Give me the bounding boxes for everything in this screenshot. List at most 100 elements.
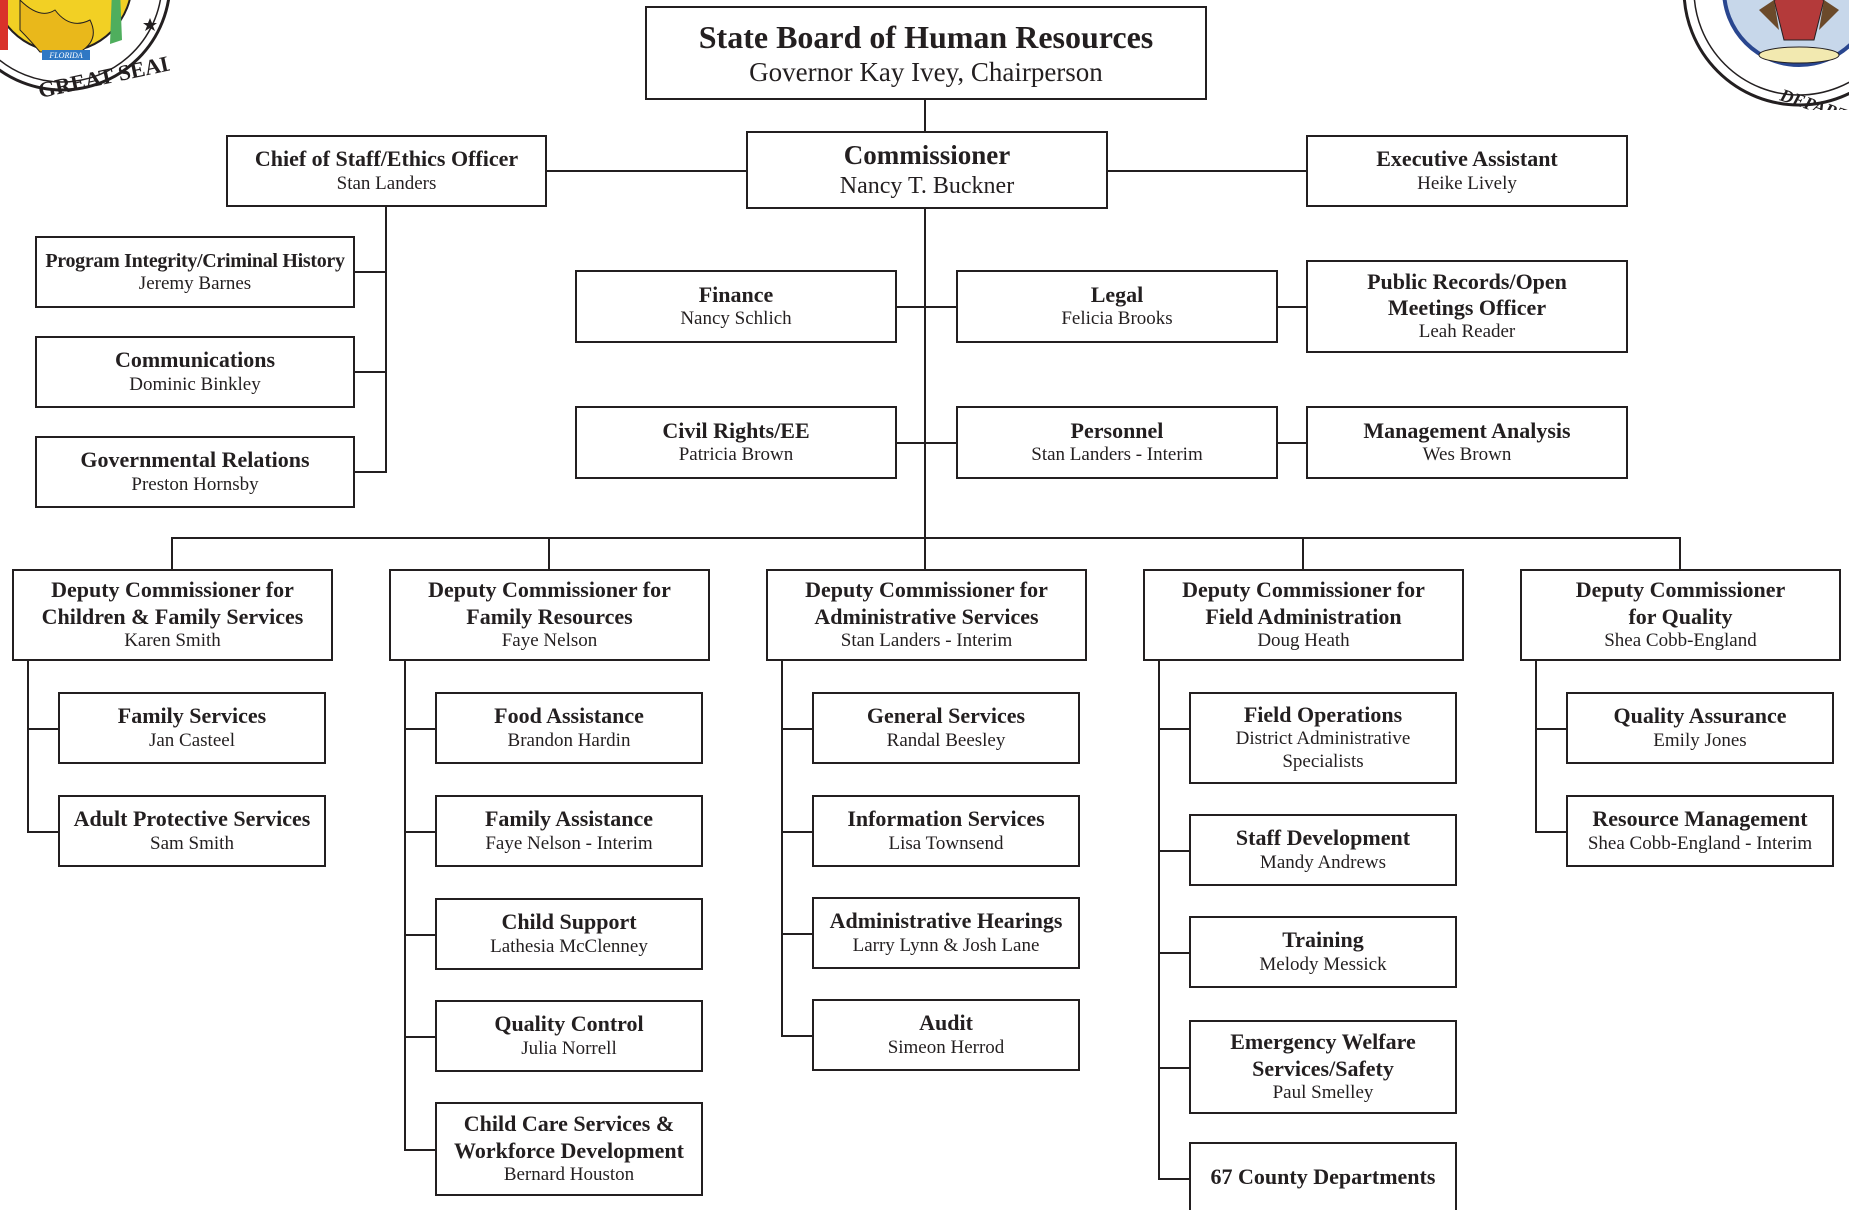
box-name: Doug Heath — [1257, 629, 1350, 651]
box-title: Child Support — [501, 909, 637, 935]
training-box: Training Melody Messick — [1189, 916, 1457, 988]
connector-line — [404, 660, 406, 1150]
box-title: Legal — [1090, 281, 1144, 307]
box-name: District Administrative — [1235, 728, 1411, 750]
box-name: Lisa Townsend — [888, 832, 1004, 854]
child-support-box: Child Support Lathesia McClenney — [435, 898, 703, 970]
box-title: Administrative Services — [814, 603, 1039, 629]
box-title: Services/Safety — [1252, 1055, 1394, 1081]
box-title: General Services — [866, 703, 1026, 729]
field-operations-box: Field Operations District Administrative… — [1189, 692, 1457, 784]
box-title: Deputy Commissioner for — [428, 577, 671, 603]
box-name: Stan Landers - Interim — [840, 629, 1013, 651]
box-name: Felicia Brooks — [1061, 308, 1173, 330]
box-title: Staff Development — [1235, 825, 1411, 851]
connector-line — [1158, 952, 1191, 954]
connector-line — [404, 831, 437, 833]
box-title: Communications — [114, 347, 276, 373]
chief-of-staff-box: Chief of Staff/Ethics Officer Stan Lande… — [226, 135, 547, 207]
connector-line — [353, 371, 386, 373]
box-name: Emily Jones — [1653, 729, 1747, 751]
box-title: Field Operations — [1243, 702, 1403, 727]
connector-line — [404, 728, 437, 730]
box-name: Karen Smith — [124, 629, 221, 651]
administrative-hearings-box: Administrative Hearings Larry Lynn & Jos… — [812, 897, 1080, 969]
connector-line — [1158, 728, 1191, 730]
connector-line — [353, 271, 386, 273]
box-title: Deputy Commissioner for — [51, 577, 294, 603]
connector-line — [781, 728, 814, 730]
box-name: Jeremy Barnes — [138, 272, 252, 294]
box-title: Commissioner — [843, 140, 1011, 171]
connector-line — [171, 537, 173, 570]
connector-line — [1276, 306, 1308, 308]
connector-line — [385, 206, 387, 473]
governmental-relations-box: Governmental Relations Preston Hornsby — [35, 436, 355, 508]
state-great-seal: FLORIDA GREAT SEAL — [0, 0, 170, 108]
deputy-family-resources-box: Deputy Commissioner for Family Resources… — [389, 569, 710, 661]
general-services-box: General Services Randal Beesley — [812, 692, 1080, 764]
public-records-box: Public Records/Open Meetings Officer Lea… — [1306, 260, 1628, 353]
communications-box: Communications Dominic Binkley — [35, 336, 355, 408]
box-name: Mandy Andrews — [1259, 851, 1387, 873]
finance-box: Finance Nancy Schlich — [575, 270, 897, 343]
state-great-seal-icon: FLORIDA GREAT SEAL — [0, 0, 170, 103]
box-title: Deputy Commissioner for — [1182, 577, 1425, 603]
box-name: Leah Reader — [1418, 321, 1516, 343]
box-title: Administrative Hearings — [829, 908, 1063, 934]
connector-line — [1535, 831, 1568, 833]
box-title: for Quality — [1628, 603, 1733, 629]
box-name: Governor Kay Ivey, Chairperson — [749, 57, 1103, 87]
executive-assistant-box: Executive Assistant Heike Lively — [1306, 135, 1628, 207]
box-name: Larry Lynn & Josh Lane — [852, 934, 1040, 956]
connector-line — [1302, 537, 1304, 570]
connector-line — [545, 170, 747, 172]
box-title: Audit — [919, 1010, 973, 1036]
box-name: Nancy T. Buckner — [839, 172, 1015, 199]
box-name: Lathesia McClenney — [490, 935, 648, 957]
personnel-box: Personnel Stan Landers - Interim — [956, 406, 1278, 479]
box-name: Melody Messick — [1259, 953, 1387, 975]
box-name: Stan Landers - Interim — [1031, 444, 1203, 466]
audit-box: Audit Simeon Herrod — [812, 999, 1080, 1071]
box-title: Information Services — [847, 806, 1045, 832]
connector-line — [171, 537, 1681, 539]
box-name: Specialists — [1282, 751, 1364, 773]
box-title: Resource Management — [1592, 806, 1808, 832]
box-name: Faye Nelson — [501, 629, 598, 651]
connector-line — [1679, 537, 1681, 570]
food-assistance-box: Food Assistance Brandon Hardin — [435, 692, 703, 764]
box-title: Program Integrity/Criminal History — [45, 249, 345, 272]
box-name: Faye Nelson - Interim — [485, 832, 653, 854]
connector-line — [1535, 728, 1568, 730]
emergency-welfare-box: Emergency Welfare Services/Safety Paul S… — [1189, 1020, 1457, 1114]
box-title: Children & Family Services — [41, 603, 304, 629]
box-name: Simeon Herrod — [887, 1036, 1005, 1058]
connector-line — [924, 208, 926, 538]
resource-management-box: Resource Management Shea Cobb-England - … — [1566, 795, 1834, 867]
box-title: Chief of Staff/Ethics Officer — [254, 146, 519, 172]
family-assistance-box: Family Assistance Faye Nelson - Interim — [435, 795, 703, 867]
box-title: Adult Protective Services — [73, 806, 311, 832]
deputy-administrative-services-box: Deputy Commissioner for Administrative S… — [766, 569, 1087, 661]
connector-line — [27, 728, 60, 730]
connector-line — [895, 306, 957, 308]
connector-line — [781, 933, 814, 935]
box-title: Deputy Commissioner for — [805, 577, 1048, 603]
box-title: Management Analysis — [1363, 417, 1571, 443]
deputy-field-administration-box: Deputy Commissioner for Field Administra… — [1143, 569, 1464, 661]
connector-line — [1106, 170, 1308, 172]
connector-line — [27, 831, 60, 833]
box-title: Family Services — [117, 703, 267, 729]
program-integrity-box: Program Integrity/Criminal History Jerem… — [35, 236, 355, 308]
connector-line — [924, 537, 926, 570]
connector-line — [1158, 1067, 1191, 1069]
connector-line — [353, 471, 386, 473]
quality-control-box: Quality Control Julia Norrell — [435, 1000, 703, 1072]
box-title: Public Records/Open — [1367, 268, 1567, 294]
box-title: Deputy Commissioner — [1575, 577, 1786, 603]
commissioner-box: Commissioner Nancy T. Buckner — [746, 131, 1108, 209]
box-title: Workforce Development — [454, 1137, 684, 1163]
box-title: 67 County Departments — [1210, 1163, 1436, 1189]
